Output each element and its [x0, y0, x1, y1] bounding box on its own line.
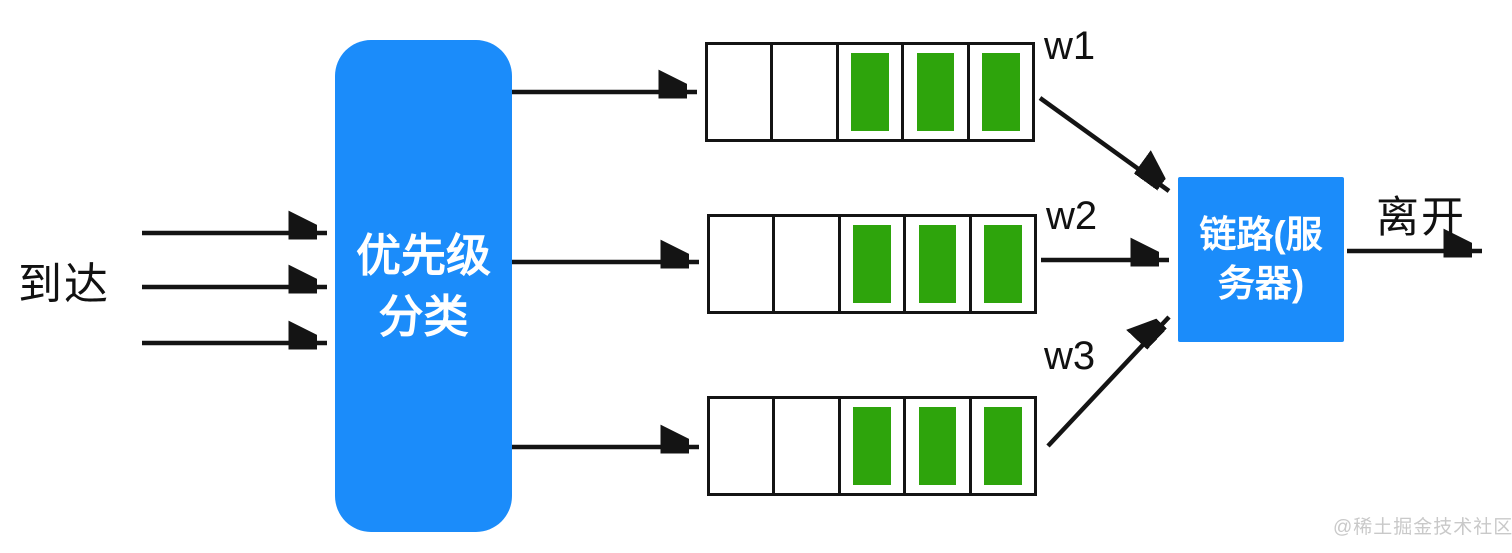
queue-cell-empty [710, 217, 772, 311]
queue-cell-filled [901, 45, 966, 139]
queue-w2 [707, 214, 1037, 314]
queue-cell-filled [966, 45, 1032, 139]
queue-w3 [707, 396, 1037, 496]
packet [918, 225, 957, 303]
queue-cell-empty [772, 399, 837, 493]
packet [851, 53, 889, 131]
server-label: 链路(服 务器) [1199, 211, 1322, 309]
watermark: @稀土掘金技术社区 [1333, 517, 1512, 538]
queue-cell-filled [837, 399, 903, 493]
queue-w2-label: w2 [1046, 194, 1098, 238]
queue-cell-filled [968, 217, 1034, 311]
classifier-label-line2: 分类 [378, 291, 469, 342]
classifier-label-line1: 优先级 [355, 229, 491, 281]
queue-cell-empty [708, 45, 770, 139]
queue-cell-filled [835, 45, 901, 139]
queue-w1-label: w1 [1044, 24, 1096, 68]
queue-cell-empty [772, 217, 837, 311]
queue-w3-label: w3 [1044, 334, 1096, 378]
packet [916, 53, 955, 131]
classifier-box: 优先级 分类 [335, 40, 512, 532]
arrival-label: 到达 [18, 260, 110, 309]
queue-cell-filled [968, 399, 1034, 493]
packet [853, 407, 891, 485]
packet [984, 407, 1022, 485]
packet [982, 53, 1020, 131]
queue1-to-server-arrow [1038, 96, 1169, 193]
packet [918, 407, 957, 485]
queue-cell-filled [903, 399, 968, 493]
departure-label: 离开 [1376, 194, 1466, 242]
server-label-line1: 链路(服 [1199, 213, 1323, 255]
packet [853, 225, 891, 303]
packet [984, 225, 1022, 303]
queue-cell-filled [903, 217, 968, 311]
queue3-to-server-arrow [1046, 317, 1171, 448]
classifier-label: 优先级 分类 [356, 225, 491, 347]
queue-cell-empty [710, 399, 772, 493]
queue-cell-empty [770, 45, 835, 139]
server-box: 链路(服 务器) [1178, 177, 1344, 342]
queue-w1 [705, 42, 1035, 142]
server-label-line2: 务器) [1217, 262, 1305, 304]
queue-cell-filled [837, 217, 903, 311]
